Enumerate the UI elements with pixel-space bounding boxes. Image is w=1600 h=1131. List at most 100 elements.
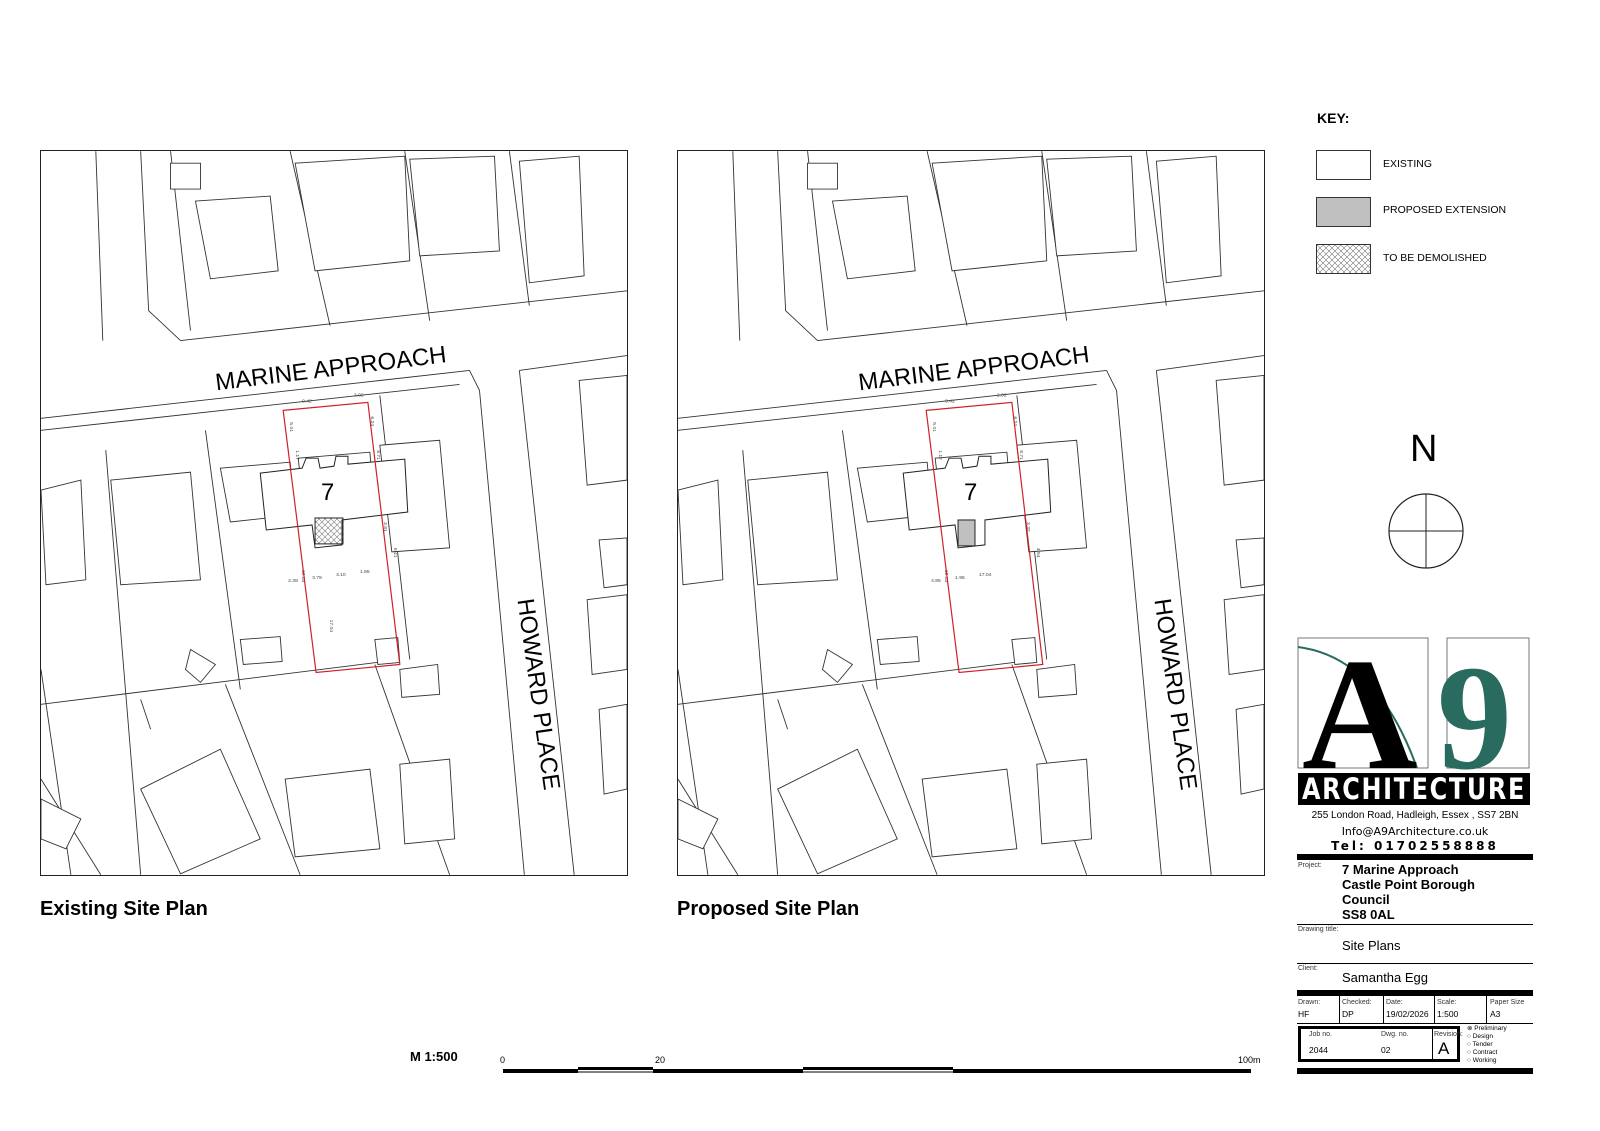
divider <box>1297 963 1533 964</box>
job-box: Job no. 2044 Dwg. no. 02 Revision: A <box>1298 1026 1463 1062</box>
dimension-label: 2.02 <box>997 392 1007 398</box>
dimension-label: 12.03 <box>300 570 306 583</box>
status-option-preliminary: ⊗ Preliminary <box>1467 1025 1507 1032</box>
street-label-marine-approach: MARINE APPROACH <box>857 341 1091 396</box>
dimension-label: 1.95 <box>360 569 370 575</box>
dimension-label: 6.24 <box>1012 416 1018 426</box>
dimension-label: 8.71 <box>375 450 381 460</box>
building-outline <box>518 155 585 284</box>
street-label-howard-place: HOWARD PLACE <box>511 597 565 792</box>
boundary-line <box>469 370 525 875</box>
building-outline <box>185 648 217 684</box>
checked-label: Checked: <box>1342 999 1372 1006</box>
proposed-extension <box>957 519 976 547</box>
boundary-line <box>777 151 818 341</box>
key-label-demolished: TO BE DEMOLISHED <box>1383 252 1487 264</box>
building-outline <box>678 479 724 586</box>
dimension-label: 17.04 <box>979 572 992 578</box>
drawing-title: Site Plans <box>1342 938 1401 953</box>
boundary-line <box>1106 370 1162 875</box>
client-label: Client: <box>1298 965 1318 972</box>
drawn-value: HF <box>1298 1009 1310 1019</box>
company-email[interactable]: Info@A9Architecture.co.uk <box>1341 825 1489 838</box>
revision-value: A <box>1438 1039 1450 1058</box>
building-outline <box>294 155 411 272</box>
site-boundary <box>925 401 1044 674</box>
dimension-label: 3.32 <box>1025 522 1031 532</box>
building-outline <box>1155 155 1222 284</box>
boundary-line <box>777 699 789 730</box>
boundary-line <box>95 151 104 341</box>
client-name: Samantha Egg <box>1342 970 1429 985</box>
boundary-line <box>817 290 1264 342</box>
status-option-working: ○ Working <box>1467 1057 1497 1064</box>
building-outline <box>822 648 854 684</box>
building-outline <box>41 798 82 850</box>
drawing-title-label: Drawing title: <box>1298 926 1339 933</box>
key-swatch-demolished <box>1316 244 1371 274</box>
boundary-line <box>678 661 1022 705</box>
building-outline <box>876 636 920 665</box>
project-line: Council <box>1342 892 1390 907</box>
building-outline <box>399 758 456 845</box>
boundary-line <box>180 290 627 342</box>
dimension-label: 3.91 <box>382 522 388 532</box>
boundary-line <box>508 151 530 306</box>
building-outline <box>598 703 627 795</box>
building-outline <box>1215 375 1264 486</box>
building-outline <box>374 637 401 665</box>
scale-bar-label: M 1:500 <box>410 1049 458 1064</box>
divider <box>1297 1068 1533 1074</box>
building-outline <box>747 471 838 586</box>
divider <box>1297 990 1533 996</box>
building-outline <box>140 748 261 875</box>
existing-site-map: MARINE APPROACH HOWARD PLACE 7 9.422.025… <box>41 151 627 875</box>
status-option-contract: ○ Contract <box>1467 1049 1498 1056</box>
project-line: SS8 0AL <box>1342 907 1395 922</box>
project-line: 7 Marine Approach <box>1342 862 1459 877</box>
dimension-label: 3.79 <box>312 575 322 581</box>
revision-label: Revision: <box>1434 1031 1463 1038</box>
dimension-label: 4.54 <box>1035 548 1041 558</box>
key-swatch-proposed-extension <box>1316 197 1371 227</box>
dimension-label: 6.24 <box>369 416 375 426</box>
dimension-label: 9.42 <box>302 398 312 404</box>
boundary-line <box>519 355 627 371</box>
dimension-label: 9.42 <box>945 398 955 404</box>
scale-value: 1:500 <box>1437 1009 1459 1019</box>
demolished-area <box>314 517 344 545</box>
boundary-line <box>841 430 878 690</box>
dimension-label: 5.01 <box>288 422 294 432</box>
building-outline <box>931 155 1048 272</box>
boundary-line <box>204 430 241 690</box>
building-outline <box>921 768 1018 858</box>
building-outline <box>399 663 441 698</box>
street-label-marine-approach: MARINE APPROACH <box>214 341 448 396</box>
boundary-line <box>140 151 181 341</box>
building-outline <box>678 798 719 850</box>
company-address: 255 London Road, Hadleigh, Essex , SS7 2… <box>1311 810 1519 821</box>
north-arrow-icon <box>1388 493 1464 569</box>
project-label: Project: <box>1298 862 1322 869</box>
building-outline <box>1235 703 1264 795</box>
dimension-label: 4.85 <box>931 578 941 584</box>
building-outline <box>807 162 838 190</box>
building-outline <box>1036 663 1078 698</box>
plot-number: 7 <box>321 479 334 506</box>
scale-bar <box>503 1067 1251 1073</box>
drawing-number: 02 <box>1381 1045 1391 1055</box>
status-options: ⊗ Preliminary ○ Design ○ Tender ○ Contra… <box>1467 1025 1507 1065</box>
building-outline <box>1223 594 1264 675</box>
building-outline <box>284 768 381 858</box>
boundary-line <box>518 370 575 875</box>
boundary-line <box>861 684 938 875</box>
status-option-tender: ○ Tender <box>1467 1041 1493 1048</box>
dimension-label: 5.01 <box>931 422 937 432</box>
dimension-label: 17.04 <box>328 620 334 633</box>
boundary-line <box>1155 370 1212 875</box>
